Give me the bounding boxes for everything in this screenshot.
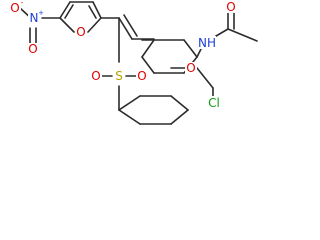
bond-vinyl-double-b <box>123 14 138 37</box>
furan-oxygen: O <box>75 25 87 39</box>
bond-ring-a-6 <box>141 56 155 74</box>
svg-text:O: O <box>91 69 100 83</box>
svg-text:+: + <box>38 9 44 17</box>
bond-furan-1 <box>59 1 71 19</box>
bond-ring-b-4 <box>170 95 189 111</box>
svg-text:S: S <box>115 69 123 83</box>
svg-text:Cl: Cl <box>208 96 220 110</box>
bond-carbonyl-methyl <box>227 28 258 42</box>
bond-furan-5 <box>59 17 75 33</box>
bond-ring-b-1 <box>118 109 141 125</box>
ring-oxygen: O <box>185 61 197 75</box>
amide-oxygen: O <box>225 0 237 14</box>
nitro-oxygen-double: O <box>27 42 39 56</box>
bond-furan-double-b <box>88 5 97 19</box>
svg-text:O: O <box>28 42 37 56</box>
svg-text:O: O <box>186 61 195 75</box>
sulfonyl-oxygen-left: O <box>90 69 102 83</box>
bond-furan-double-a <box>64 4 74 19</box>
bond-oxy-chain <box>196 67 214 89</box>
svg-text:O: O <box>226 0 235 14</box>
svg-text:O: O <box>76 25 85 39</box>
atom-labels: O - N + O O O S O O <box>9 0 237 110</box>
chemical-structure-diagram: O - N + O O O S O O <box>9 0 258 125</box>
svg-text:N: N <box>30 11 39 25</box>
sulfonyl-sulfur: S <box>113 69 125 83</box>
svg-text:NH: NH <box>198 36 216 50</box>
bond-ring-b-6 <box>118 95 141 111</box>
bond-ring-b-3 <box>170 109 189 125</box>
svg-text:O: O <box>10 1 19 15</box>
bond-ring-a-3 <box>183 39 198 58</box>
bond-ring-a-7 <box>141 39 155 58</box>
bond-ring-nh <box>196 48 202 58</box>
svg-text:O: O <box>137 69 146 83</box>
bond-furan-4 <box>87 17 102 33</box>
bond-vinyl-double-a <box>118 17 133 40</box>
nitro-nitrogen: N + <box>28 9 44 25</box>
svg-text:-: - <box>21 0 24 7</box>
chlorine-atom: Cl <box>206 96 222 110</box>
nitro-oxygen-anion: O - <box>9 0 24 15</box>
sulfonyl-oxygen-right: O <box>136 69 148 83</box>
bond-furan-3 <box>92 1 102 19</box>
amide-nitrogen-hydrogen: NH <box>198 36 216 50</box>
